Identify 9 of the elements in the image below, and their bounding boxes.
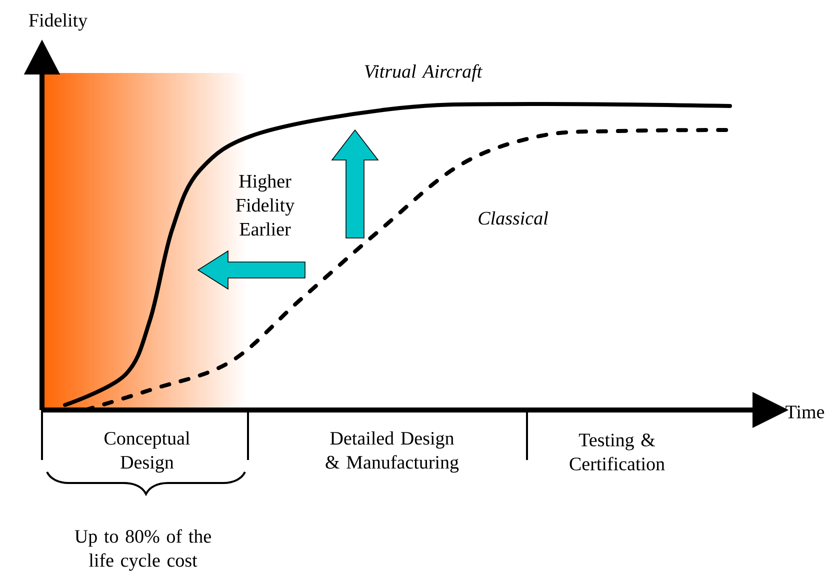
curve-label: Classical [478,211,548,225]
phase-label: Detailed Design & Manufacturing [326,431,459,473]
phase-label: Testing & Certification [570,434,665,470]
annotation-text: Higher Fidelity Earlier [236,174,294,236]
axis-label: Fidelity [29,13,88,31]
cost-note: Up to 80% of the life cycle cost [74,529,211,571]
phase-label: Conceptual Design [104,431,190,473]
curve-label: Vitrual Aircraft [364,64,482,82]
axis-label: Time [786,406,824,418]
